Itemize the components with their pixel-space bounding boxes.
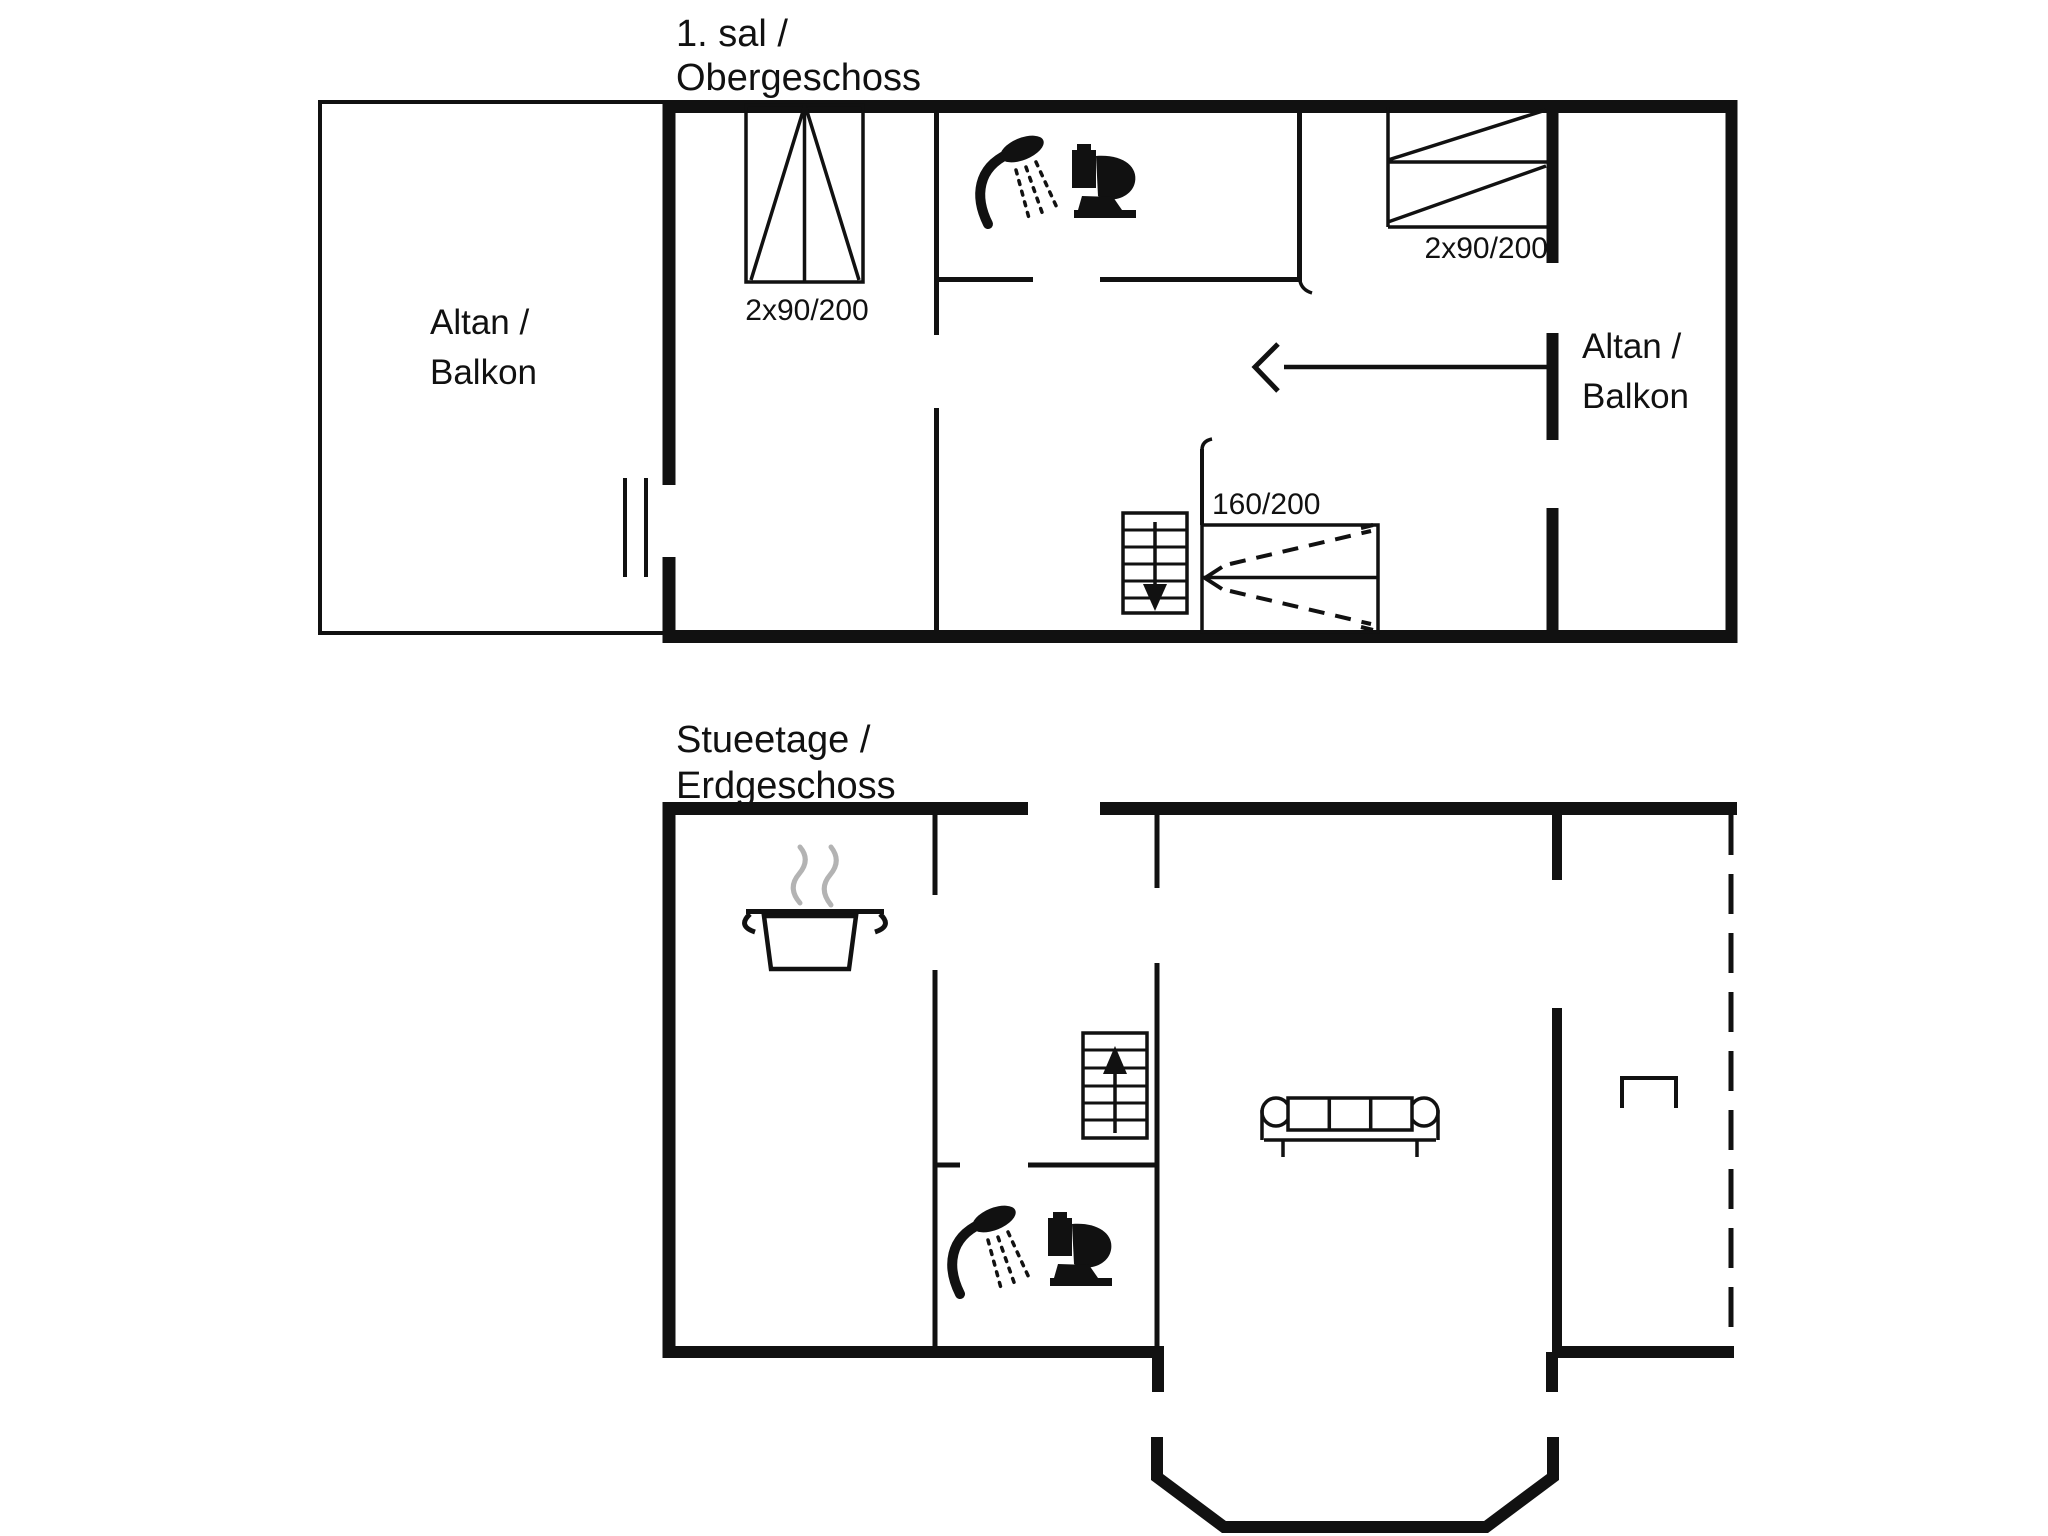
upper-outer-walls [662,100,1738,643]
double-bed-dimension-label: 160/200 [1212,488,1320,521]
toilet-icon [1048,1212,1112,1286]
upper-floor-title-line2: Obergeschoss [676,57,921,99]
stairs-up-icon [1081,1031,1149,1140]
cooking-pot-icon [742,909,888,972]
door-swing-arrow-icon [1251,342,1549,393]
double-bed-icon [1200,523,1380,634]
sofa-icon [1260,1096,1440,1157]
steam-icon [790,844,839,908]
balcony-door-icon [623,478,648,577]
toilet-icon [1072,144,1136,218]
terrace-bench-icon [1620,1076,1678,1108]
upper-right-balcony-label-line1: Altan / [1582,327,1681,366]
shower-icon [952,1200,1030,1294]
upper-floor-plan: 1. sal / Obergeschoss Altan / Balkon Alt… [318,13,1738,643]
bay-window-icon [1151,1352,1559,1533]
upper-right-balcony-label-line2: Balkon [1582,377,1689,416]
bunk-bed-dimension-label: 2x90/200 [1425,232,1548,265]
upper-floor-title-line1: 1. sal / [676,13,788,55]
ground-floor-title-line1: Stueetage / [676,719,871,761]
upper-left-balcony: Altan / Balkon [318,100,665,635]
twin-beds-dimension-label: 2x90/200 [745,294,868,327]
twin-beds-icon [744,103,865,284]
ground-floor-plan: Stueetage / Erdgeschoss [662,719,1737,1533]
ground-outer-walls [662,802,1737,1358]
ground-interior-walls [932,815,1160,1352]
bunk-bed-icon [1386,107,1550,229]
upper-left-balcony-label-line2: Balkon [430,353,537,392]
upper-interior-walls [934,107,1313,636]
upper-right-balcony: Altan / Balkon [1251,327,1689,416]
shower-icon [980,130,1058,224]
ground-floor-title-line2: Erdgeschoss [676,765,896,807]
stairs-down-icon [1121,511,1189,615]
upper-left-balcony-label-line1: Altan / [430,303,529,342]
